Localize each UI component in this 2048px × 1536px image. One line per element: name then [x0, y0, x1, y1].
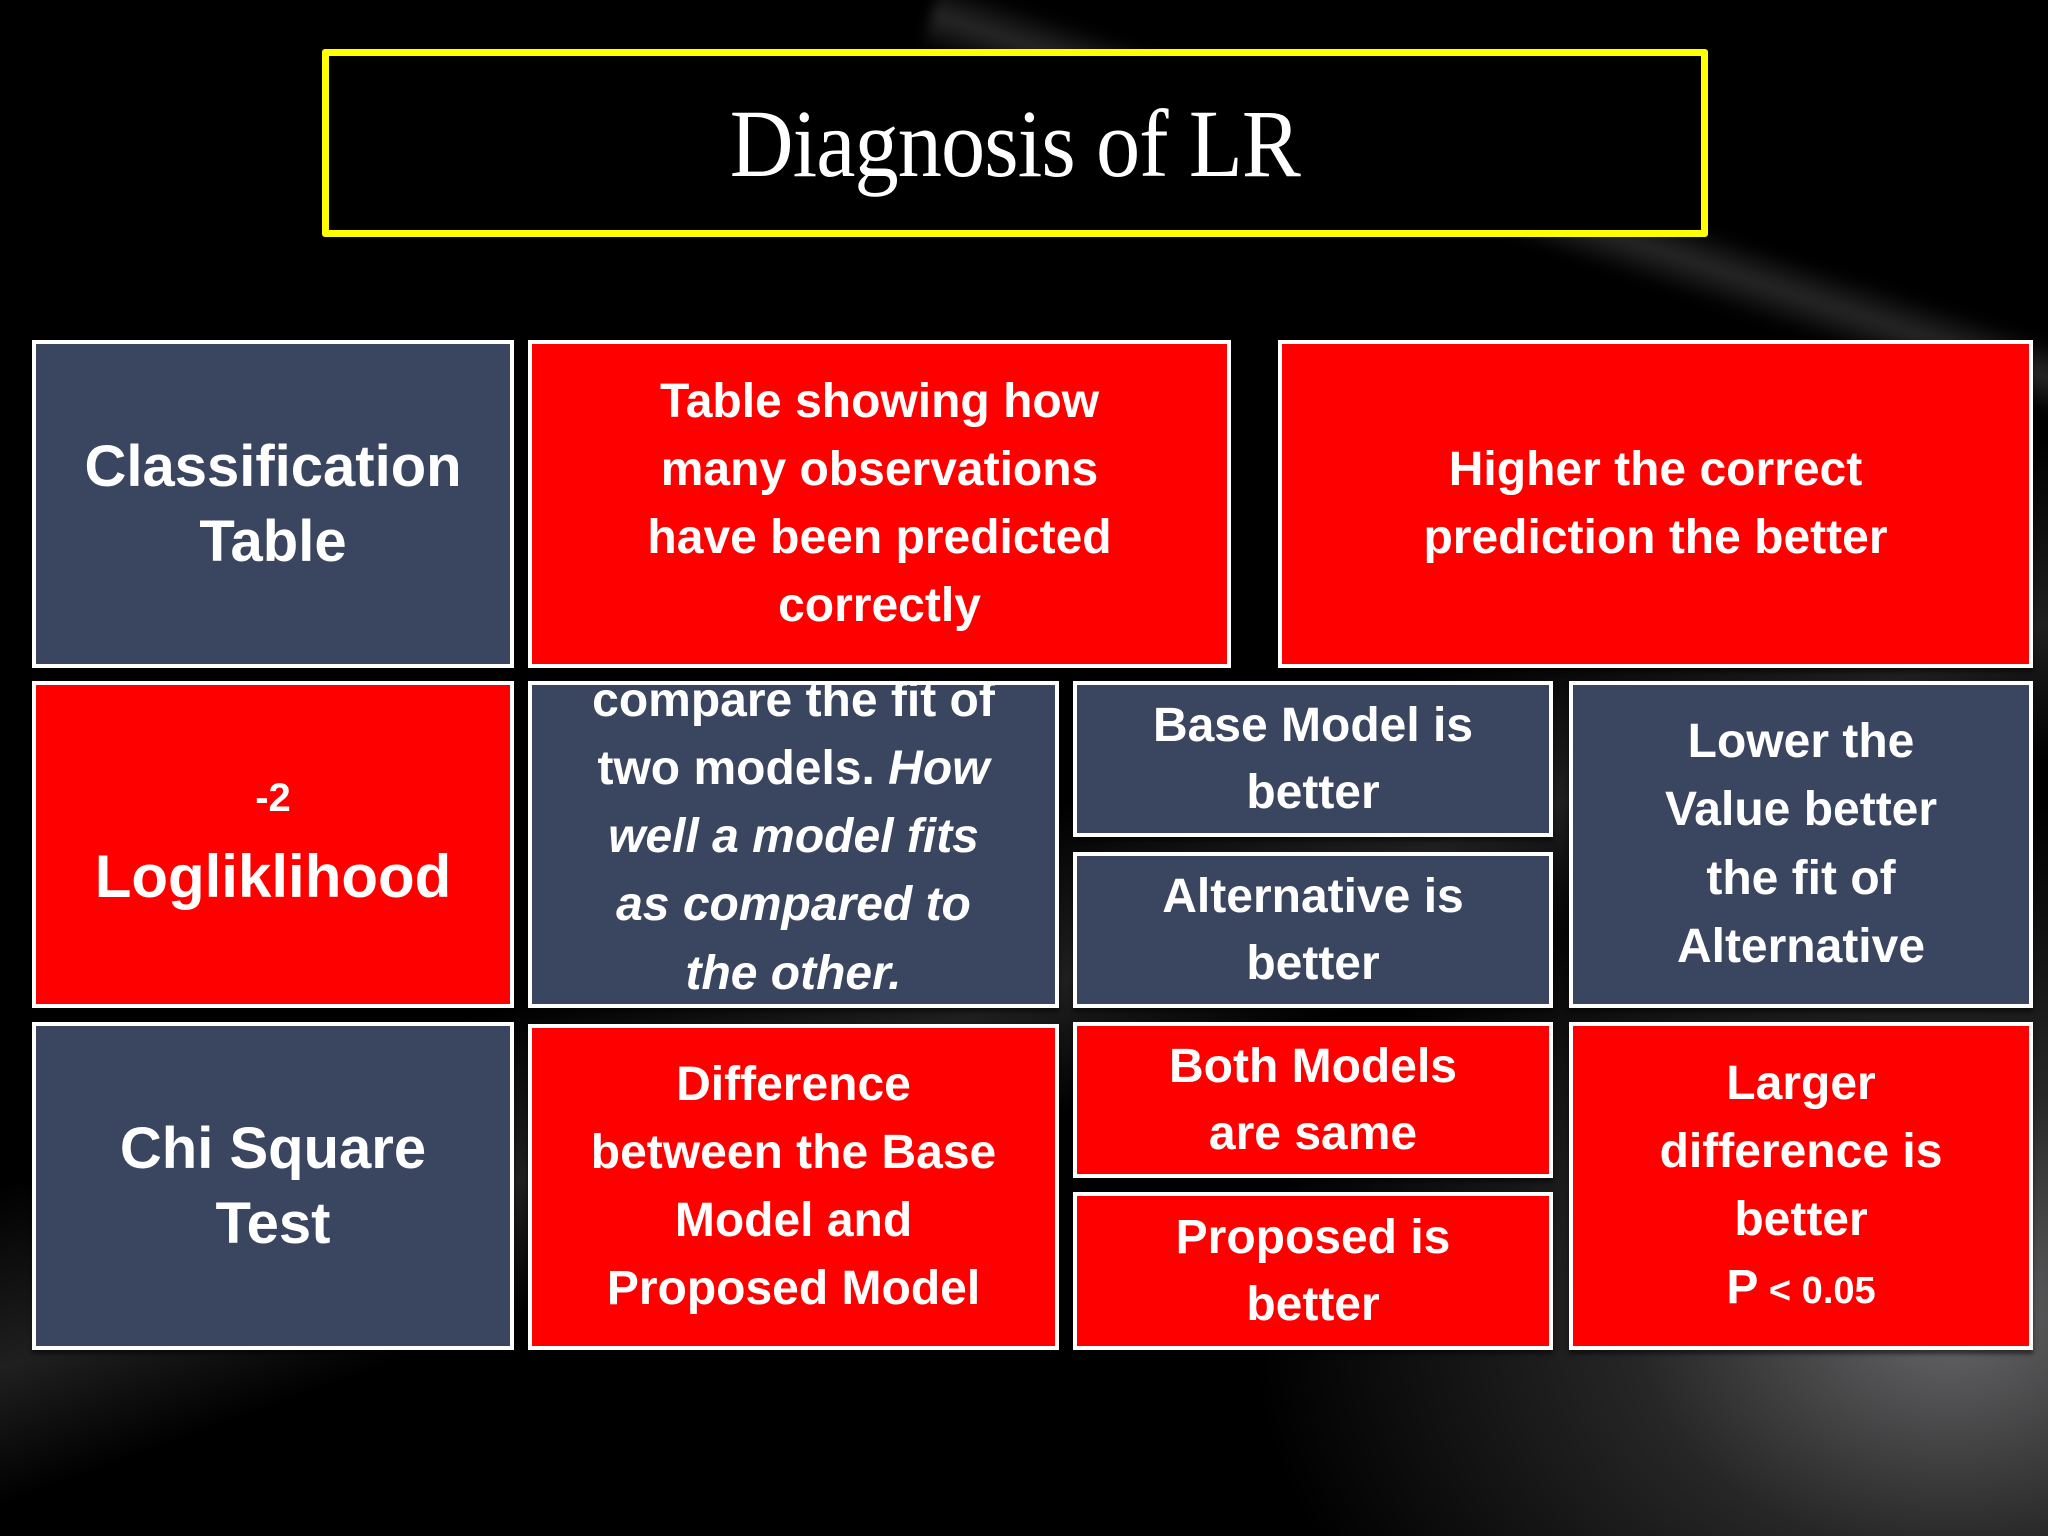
proposed-better-box: Proposed is better: [1073, 1192, 1553, 1350]
classification-table-description-box: Table showing how many observations have…: [528, 340, 1231, 668]
base-model-better-box: Base Model is better: [1073, 681, 1553, 837]
both-models-same: Both Models are same: [1169, 1039, 1457, 1160]
alternative-better-box: Alternative is better: [1073, 852, 1553, 1008]
slide-title: Diagnosis of LR: [729, 89, 1301, 197]
classification-table-interpretation: Higher the correct prediction the better: [1423, 442, 1888, 564]
both-models-same-box: Both Models are same: [1073, 1022, 1553, 1178]
classification-table-interpretation-box: Higher the correct prediction the better: [1278, 340, 2033, 668]
chi-square-label-box: Chi Square Test: [32, 1022, 514, 1350]
classification-table-label: Classification Table: [84, 433, 462, 574]
classification-table-label-box: Classification Table: [32, 340, 514, 668]
loglikelihood-description-plain: compare the fit of two models.: [592, 681, 995, 796]
p-value-label: P: [1726, 1261, 1759, 1315]
proposed-better: Proposed is better: [1175, 1210, 1451, 1331]
loglikelihood-interpretation: Lower the Value better the fit of Altern…: [1664, 715, 1938, 973]
loglikelihood-description-box: compare the fit of two models. How well …: [528, 681, 1059, 1008]
chi-square-label: Chi Square Test: [119, 1115, 427, 1256]
classification-table-description: Table showing how many observations have…: [647, 374, 1112, 633]
loglikelihood-label: -2 Logliklihood: [95, 757, 452, 933]
p-value-condition: < 0.05: [1758, 1270, 1876, 1313]
loglikelihood-description-italic: How well a model fits as compared to the…: [608, 742, 990, 1000]
alternative-better: Alternative is better: [1162, 869, 1464, 990]
base-model-better: Base Model is better: [1152, 698, 1474, 819]
loglikelihood-title: Logliklihood: [94, 842, 452, 910]
title-box: Diagnosis of LR: [322, 49, 1708, 237]
loglikelihood-description: compare the fit of two models. How well …: [592, 681, 995, 1004]
chi-square-description-box: Difference between the Base Model and Pr…: [528, 1024, 1059, 1350]
loglikelihood-label-box: -2 Logliklihood: [32, 681, 514, 1008]
chi-square-interpretation-text: Larger difference is better: [1659, 1056, 1943, 1246]
loglikelihood-interpretation-box: Lower the Value better the fit of Altern…: [1569, 681, 2033, 1008]
chi-square-description: Difference between the Base Model and Pr…: [590, 1057, 997, 1316]
loglikelihood-prefix: -2: [255, 776, 291, 821]
